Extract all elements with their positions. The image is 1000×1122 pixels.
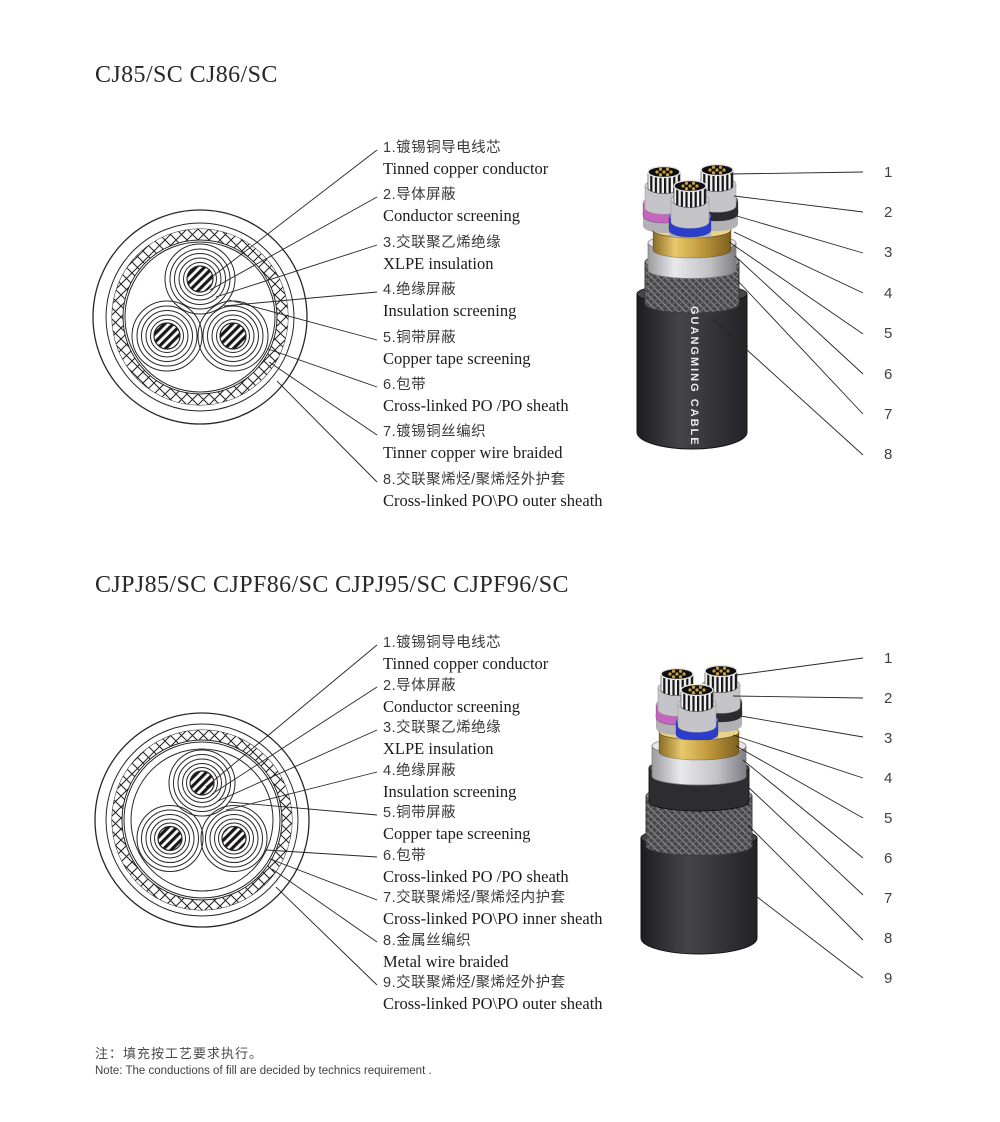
label-item: 7.交联聚烯烃/聚烯烃内护套 Cross-linked PO\PO inner … — [383, 888, 633, 931]
callout-number: 2 — [884, 204, 893, 222]
label-en: Tinned copper conductor — [383, 159, 549, 178]
callout-number: 4 — [884, 769, 893, 787]
label-item: 2.导体屏蔽 Conductor screening — [383, 676, 633, 719]
callout-lines-2 — [728, 657, 864, 979]
label-item: 8.金属丝编织 Metal wire braided — [383, 931, 633, 974]
label-zh: 2.导体屏蔽 — [383, 187, 457, 204]
label-zh: 1.镀锡铜导电线芯 — [383, 140, 502, 156]
label-zh: 3.交联聚乙烯绝缘 — [383, 234, 502, 251]
callout-lines-1 — [713, 171, 864, 456]
callout-number: 7 — [884, 889, 893, 907]
cable-illustration-1 — [636, 163, 748, 450]
callout-number: 5 — [884, 809, 893, 827]
label-zh: 5.铜带屏蔽 — [383, 805, 457, 821]
core-right — [200, 805, 268, 872]
callout-number: 1 — [884, 163, 893, 181]
core-top — [168, 749, 236, 817]
label-en: Cross-linked PO /PO sheath — [383, 866, 569, 886]
core-left — [136, 805, 204, 872]
label-zh: 6.包带 — [383, 847, 427, 864]
section1-callout-numbers: 1 2 3 4 5 6 7 8 — [882, 152, 908, 475]
section1-graphics — [92, 149, 864, 483]
label-zh: 4.绝缘屏蔽 — [383, 762, 457, 779]
callout-number: 2 — [884, 689, 893, 707]
label-zh: 8.交联聚烯烃/聚烯烃外护套 — [383, 471, 566, 488]
label-en: Conductor screening — [383, 206, 521, 226]
label-en: Tinned copper conductor — [383, 654, 549, 673]
label-en: Insulation screening — [383, 301, 517, 321]
label-zh: 4.绝缘屏蔽 — [383, 282, 457, 299]
label-zh: 9.交联聚烯烃/聚烯烃外护套 — [383, 975, 566, 991]
callout-number: 9 — [884, 969, 893, 987]
label-zh: 3.交联聚乙烯绝缘 — [383, 720, 502, 736]
label-zh: 6.包带 — [383, 376, 427, 393]
label-item: 9.交联聚烯烃/聚烯烃外护套 Cross-linked PO\PO outer … — [383, 973, 633, 1016]
callout-number: 1 — [884, 649, 893, 667]
section2-labels: 1.镀锡铜导电线芯 Tinned copper conductor 2.导体屏蔽… — [383, 633, 633, 1016]
label-zh: 2.导体屏蔽 — [383, 677, 457, 694]
footnote-zh: 注：填充按工艺要求执行。 — [95, 1046, 264, 1061]
label-zh: 1.镀锡铜导电线芯 — [383, 635, 502, 651]
cable-illustration-2 — [640, 664, 758, 955]
section1-title: CJ85/SC CJ86/SC — [95, 62, 278, 88]
callout-number: 4 — [884, 284, 893, 302]
callout-number: 3 — [884, 244, 893, 262]
label-item: 5.铜带屏蔽 Copper tape screening — [383, 328, 633, 375]
callout-number: 7 — [884, 406, 893, 424]
label-en: Conductor screening — [383, 696, 521, 716]
label-item: 1.镀锡铜导电线芯 Tinned copper conductor — [383, 633, 633, 676]
label-en: XLPE insulation — [383, 253, 494, 273]
label-en: Copper tape screening — [383, 348, 531, 368]
cross-section-diagram-2 — [94, 712, 310, 928]
label-zh: 8.金属丝编织 — [383, 932, 472, 949]
section2-title: CJPJ85/SC CJPF86/SC CJPJ95/SC CJPF96/SC — [95, 572, 569, 598]
footnote: 注：填充按工艺要求执行。 Note: The conductions of fi… — [95, 1046, 432, 1079]
label-item: 4.绝缘屏蔽 Insulation screening — [383, 761, 633, 804]
label-item: 6.包带 Cross-linked PO /PO sheath — [383, 846, 633, 889]
label-item: 8.交联聚烯烃/聚烯烃外护套 Cross-linked PO\PO outer … — [383, 470, 633, 517]
label-item: 4.绝缘屏蔽 Insulation screening — [383, 280, 633, 327]
core-right — [197, 300, 269, 372]
label-item: 1.镀锡铜导电线芯 Tinned copper conductor — [383, 138, 633, 185]
callout-number: 5 — [884, 325, 893, 343]
label-en: Cross-linked PO\PO outer sheath — [383, 994, 603, 1013]
core-top — [164, 243, 236, 315]
label-en: Metal wire braided — [383, 951, 509, 971]
section2-callout-numbers: 1 2 3 4 5 6 7 8 9 — [882, 638, 908, 998]
label-en: Insulation screening — [383, 781, 517, 801]
leader-lines-2 — [205, 644, 378, 986]
label-item: 3.交联聚乙烯绝缘 XLPE insulation — [383, 233, 633, 280]
leader-lines-1 — [203, 149, 378, 483]
label-en: Cross-linked PO /PO sheath — [383, 395, 569, 415]
cross-section-diagram-1 — [92, 209, 308, 425]
label-zh: 7.交联聚烯烃/聚烯烃内护套 — [383, 890, 566, 906]
label-en: XLPE insulation — [383, 739, 494, 758]
section1-labels: 1.镀锡铜导电线芯 Tinned copper conductor 2.导体屏蔽… — [383, 138, 633, 517]
cable-brand-text: GUANGMING CABLE — [688, 306, 700, 447]
callout-number: 6 — [884, 365, 893, 383]
callout-number: 8 — [884, 446, 893, 464]
label-item: 7.镀锡铜丝编织 Tinner copper wire braided — [383, 422, 633, 469]
label-en: Cross-linked PO\PO inner sheath — [383, 909, 603, 928]
label-item: 6.包带 Cross-linked PO /PO sheath — [383, 375, 633, 422]
label-zh: 7.镀锡铜丝编织 — [383, 424, 487, 441]
label-item: 2.导体屏蔽 Conductor screening — [383, 185, 633, 232]
footnote-en: Note: The conductions of fill are decide… — [95, 1065, 432, 1077]
core-left — [131, 300, 203, 372]
callout-number: 8 — [884, 929, 893, 947]
label-zh: 5.铜带屏蔽 — [383, 329, 457, 346]
label-en: Cross-linked PO\PO outer sheath — [383, 490, 603, 510]
callout-number: 3 — [884, 729, 893, 747]
label-item: 3.交联聚乙烯绝缘 XLPE insulation — [383, 718, 633, 761]
label-en: Tinner copper wire braided — [383, 443, 563, 463]
section2-graphics — [94, 644, 864, 986]
callout-number: 6 — [884, 849, 893, 867]
label-item: 5.铜带屏蔽 Copper tape screening — [383, 803, 633, 846]
label-en: Copper tape screening — [383, 824, 531, 843]
